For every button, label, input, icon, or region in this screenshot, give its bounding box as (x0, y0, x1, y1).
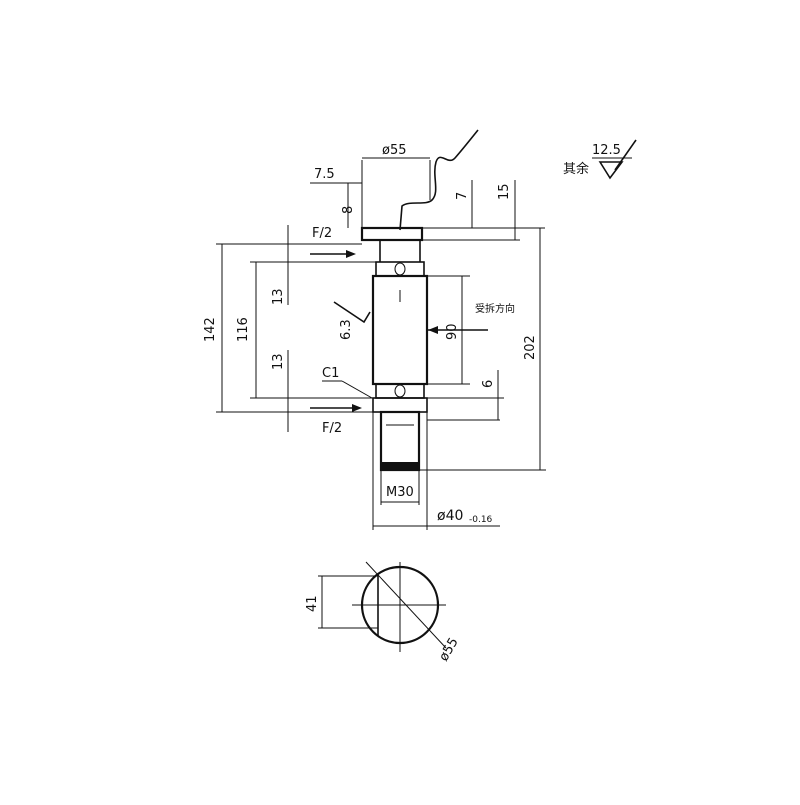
roughness-symbol: 其余 12.5 (563, 139, 637, 180)
dim-8: 8 (341, 206, 356, 214)
lower-groove (375, 383, 425, 399)
lower-groove-hole (394, 384, 406, 398)
dim-202: 202 (523, 335, 538, 360)
dim-90: 90 (445, 323, 460, 340)
cross-section: 41 ø55 (305, 561, 462, 664)
roughness-triangle-icon (598, 161, 624, 180)
load-direction-note: 受拆方向 (475, 302, 515, 315)
dim-15: 15 (497, 183, 512, 200)
dim-m30: M30 (386, 485, 414, 500)
dim-6: 6 (481, 380, 496, 388)
dim-d55-top: ø55 (382, 143, 407, 158)
lower-shoulder (372, 397, 428, 413)
force-label-top: F/2 (312, 226, 332, 241)
shaft-body (360, 129, 479, 472)
dim-7: 7 (455, 192, 470, 200)
dim-116: 116 (236, 317, 251, 342)
dim-13-bottom: 13 (271, 353, 286, 370)
dim-142: 142 (203, 317, 218, 342)
roughness-local-value: 6.3 (339, 319, 354, 340)
upper-groove-hole (394, 262, 406, 276)
dim-d40: ø40 (437, 508, 463, 524)
roughness-local-icon (333, 301, 371, 324)
top-dimensions: ø55 7.5 8 7 15 (310, 143, 545, 241)
thread-end-hatch (381, 462, 419, 470)
bottom-dimensions: M30 ø40 -0.16 (372, 412, 500, 530)
force-label-bottom: F/2 (322, 421, 342, 436)
roughness-value: 12.5 (592, 143, 621, 158)
dim-d40-tolerance: -0.16 (469, 515, 493, 525)
dim-41: 41 (305, 595, 320, 612)
threaded-end (379, 410, 421, 472)
dim-d55-section: ø55 (436, 635, 461, 664)
break-line (399, 129, 479, 231)
shaft-head (360, 226, 424, 242)
roughness-label: 其余 (563, 161, 589, 177)
upper-groove (375, 261, 425, 277)
left-dimensions: 142 116 13 13 F/2 F/2 6.3 C1 (203, 225, 376, 436)
dim-13-top: 13 (271, 288, 286, 305)
dim-7-5: 7.5 (314, 167, 335, 182)
chamfer-label: C1 (322, 366, 339, 381)
right-dimensions: 90 受拆方向 6 202 (419, 228, 546, 471)
